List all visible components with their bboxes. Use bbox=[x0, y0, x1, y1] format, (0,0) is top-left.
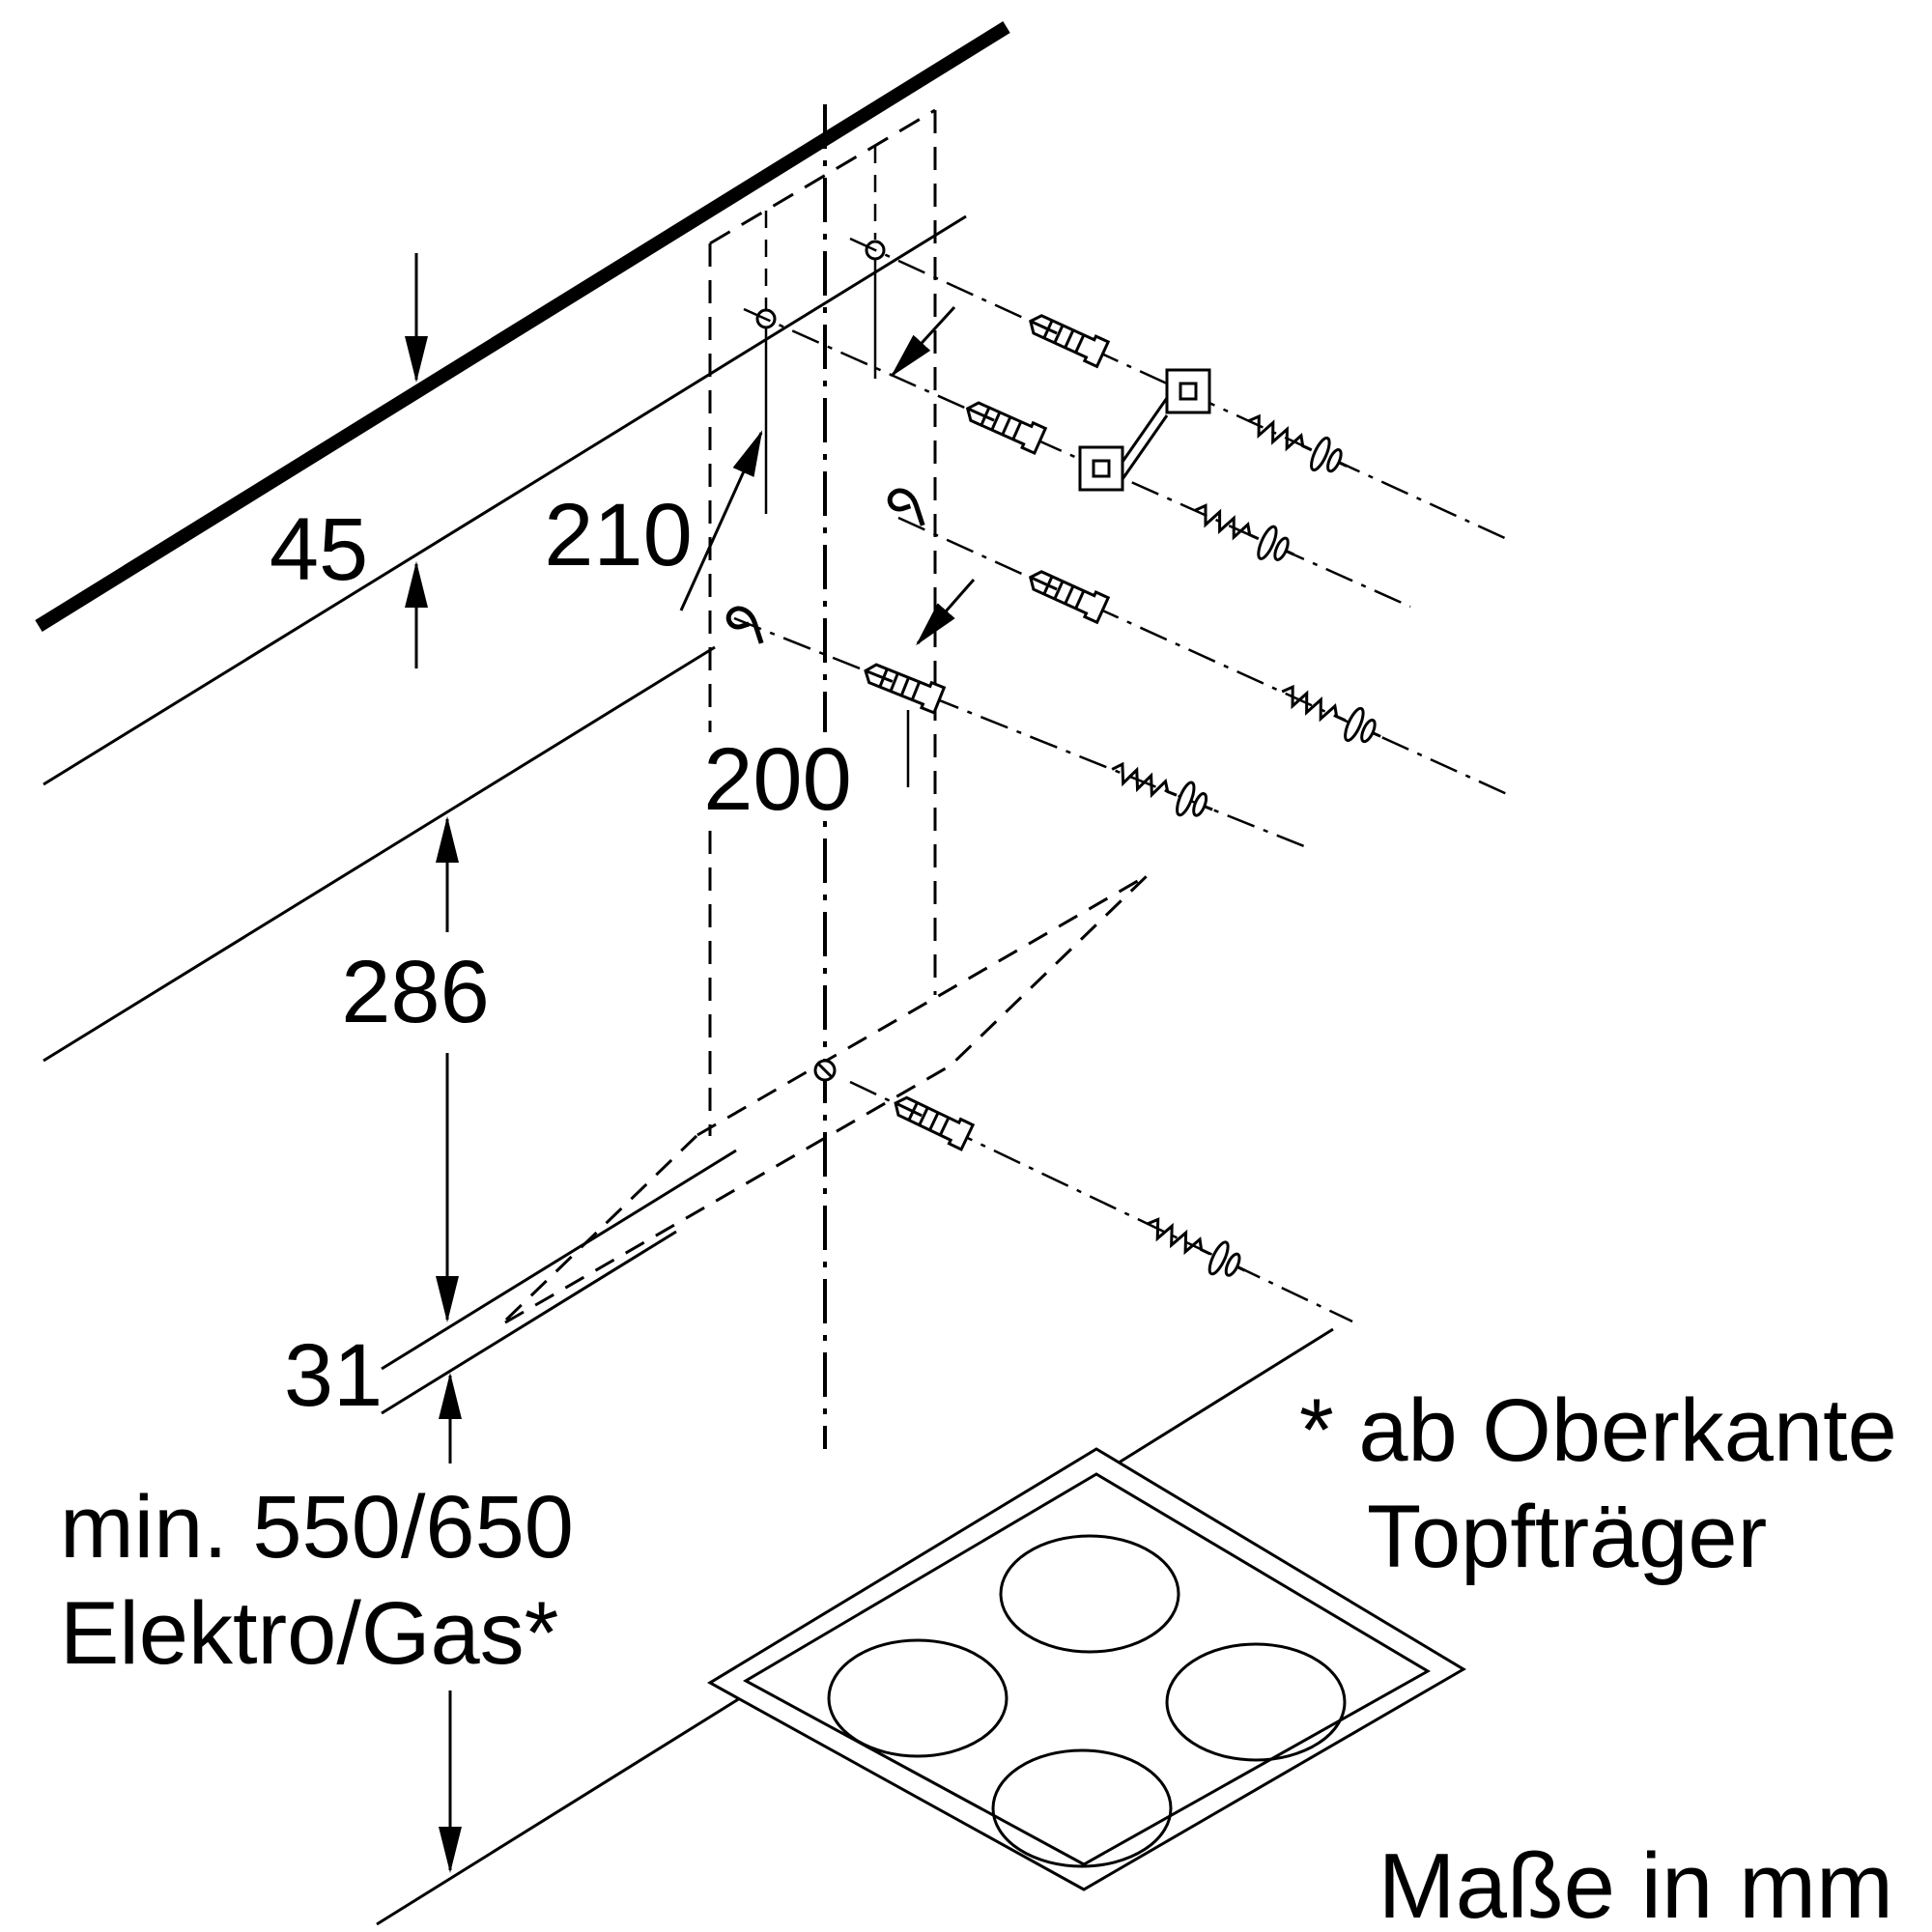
min-clearance-label-line2: Elektro/Gas* bbox=[60, 1584, 558, 1683]
anchor-assembly-5 bbox=[849, 1080, 1353, 1323]
cooktop bbox=[707, 1447, 1466, 1891]
dimension-31-label: 31 bbox=[284, 1326, 383, 1425]
dimension-200-label: 200 bbox=[703, 730, 852, 829]
mounting-plate-outline bbox=[708, 108, 937, 1136]
wall-plug-icon bbox=[960, 394, 1047, 455]
dimension-200: 200 bbox=[667, 730, 889, 829]
dimension-286: 286 bbox=[341, 816, 490, 1322]
burner-icon bbox=[1165, 1642, 1347, 1762]
dimension-210-label: 210 bbox=[544, 486, 693, 584]
mounting-screw-icon bbox=[1103, 752, 1221, 828]
footnote-line1: * ab Oberkante bbox=[1299, 1381, 1897, 1480]
pointer-arrow bbox=[916, 579, 976, 646]
burner-icon bbox=[991, 1748, 1173, 1868]
wall-plug-icon bbox=[1023, 563, 1110, 624]
dimension-210: 210 bbox=[544, 430, 763, 611]
plate-top-reference-line bbox=[43, 645, 716, 1063]
center-fixing-screw bbox=[813, 1059, 837, 1082]
units-caption: Maße in mm bbox=[1378, 1834, 1893, 1932]
plate-holes-and-hooks bbox=[726, 240, 923, 787]
dimension-31: 31 bbox=[284, 1149, 737, 1425]
burner-icon bbox=[999, 1534, 1180, 1654]
ceiling-edge-line bbox=[35, 21, 1010, 632]
dimension-45-label: 45 bbox=[270, 500, 368, 599]
dimension-min-clearance: min. 550/650 Elektro/Gas* bbox=[60, 1373, 574, 1873]
cooktop-outer-edge bbox=[707, 1447, 1466, 1891]
anchor-assembly-2 bbox=[743, 307, 1411, 609]
hood-body-dashed-outline bbox=[498, 873, 1150, 1327]
wall-plug-icon bbox=[859, 656, 946, 715]
min-clearance-label-line1: min. 550/650 bbox=[60, 1478, 574, 1577]
hood-top-reference-line bbox=[43, 214, 967, 786]
burner-icon bbox=[827, 1638, 1009, 1758]
wall-plug-icon bbox=[1023, 307, 1110, 368]
mounting-bracket-icon bbox=[1078, 368, 1211, 492]
dimension-45: 45 bbox=[270, 253, 428, 668]
anchor-assembly-3 bbox=[897, 516, 1508, 796]
cooktop-inner-edge bbox=[742, 1472, 1431, 1866]
mounting-screw-icon bbox=[1273, 674, 1390, 754]
wall-plug-icon bbox=[888, 1089, 975, 1151]
pointer-arrow bbox=[890, 305, 956, 378]
footnote-line2: Topfträger bbox=[1367, 1488, 1767, 1586]
dimension-286-label: 286 bbox=[341, 943, 490, 1041]
anchor-assembly-4 bbox=[733, 616, 1305, 848]
